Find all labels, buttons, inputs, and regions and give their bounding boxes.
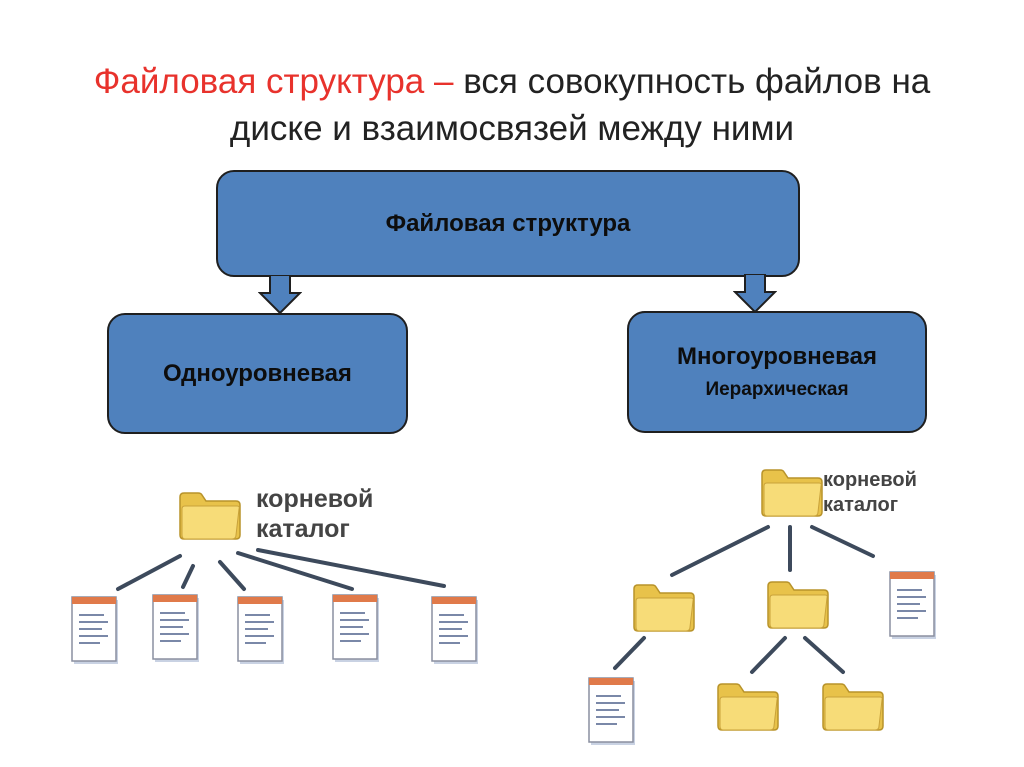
single-level-links bbox=[116, 548, 446, 591]
arrow-to-right-icon bbox=[733, 274, 777, 314]
multi-level-root-caption: корневой каталог bbox=[823, 468, 917, 518]
single-level-label: Одноуровневая bbox=[163, 359, 352, 387]
multi-level-file-icon bbox=[588, 677, 636, 746]
subfolder-icon bbox=[822, 683, 884, 731]
single-level-file-icon bbox=[332, 594, 380, 663]
single-level-tree bbox=[71, 492, 479, 665]
arrow-to-left-icon bbox=[258, 275, 302, 315]
multi-level-sublabel: Иерархическая bbox=[705, 379, 849, 400]
single-level-file-icon bbox=[237, 596, 285, 665]
title-line2: диске и взаимосвязей между ними bbox=[229, 109, 795, 148]
single-level-file-icon bbox=[431, 596, 479, 665]
subfolder-icon bbox=[717, 683, 779, 731]
multi-level-caption-line1: корневой bbox=[823, 469, 917, 491]
multi-level-tree bbox=[588, 469, 937, 746]
single-level-file-icon bbox=[71, 596, 119, 665]
root-box-label: Файловая структура bbox=[385, 209, 631, 237]
single-level-caption-line2: каталог bbox=[256, 515, 350, 543]
single-level-caption-line1: корневой bbox=[256, 485, 374, 513]
single-level-root-caption: корневой каталог bbox=[256, 484, 373, 544]
title-rest: вся совокупность файлов на bbox=[453, 62, 931, 101]
multi-level-label: Многоуровневая bbox=[677, 343, 877, 370]
multi-level-root-folder-icon bbox=[761, 469, 823, 517]
subfolder-icon bbox=[633, 584, 695, 632]
single-level-box: Одноуровневая bbox=[107, 313, 408, 434]
multi-level-links bbox=[613, 525, 875, 674]
multi-level-caption-line2: каталог bbox=[823, 494, 899, 516]
multi-level-file-icon bbox=[889, 571, 937, 640]
root-box: Файловая структура bbox=[216, 170, 800, 277]
slide-title: Файловая структура – вся совокупность фа… bbox=[40, 58, 984, 152]
multi-level-box: Многоуровневая Иерархическая bbox=[627, 311, 927, 433]
title-accent: Файловая структура – bbox=[93, 62, 454, 101]
single-level-file-icon bbox=[152, 594, 200, 663]
single-level-root-folder-icon bbox=[179, 492, 241, 540]
subfolder-icon bbox=[767, 581, 829, 629]
